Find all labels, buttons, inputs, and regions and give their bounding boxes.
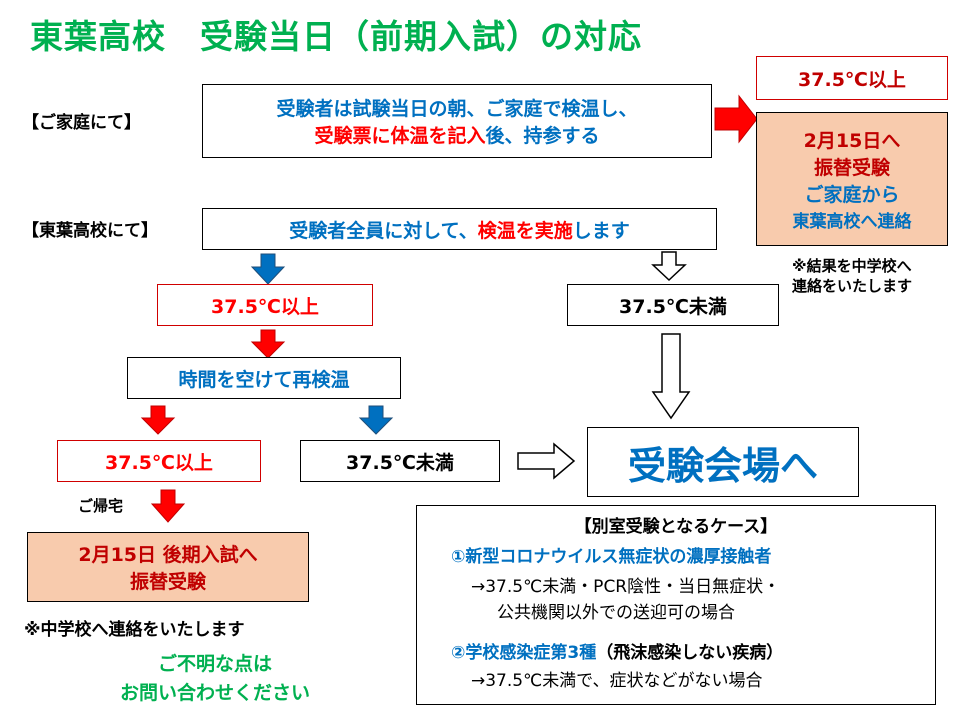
- go-home-label: ご帰宅: [78, 497, 124, 515]
- case2-detail-line1: →37.5℃未満で、症状などがない場合: [471, 671, 763, 691]
- school-check-box: 受験者全員に対して、検温を実施します: [202, 208, 717, 250]
- case1-detail-line1: →37.5℃未満・PCR陰性・当日無症状・: [471, 577, 781, 597]
- home-instruction-highlight: 受験票に体温を記入: [314, 125, 486, 147]
- separate-room-cases-box: 【別室受験となるケース】 ①新型コロナウイルス無症状の濃厚接触者 →37.5℃未…: [416, 505, 936, 705]
- blue-down-arrow-1: [250, 253, 286, 285]
- right-note-line2: 連絡をいたします: [792, 277, 913, 295]
- later-exam-box: 2月15日 後期入試へ 振替受験: [27, 532, 309, 602]
- later-exam-line1: 2月15日 後期入試へ: [78, 544, 258, 566]
- right-reschedule-box: 2月15日へ 振替受験 ご家庭から 東葉高校へ連絡: [756, 112, 948, 246]
- recheck-box: 時間を空けて再検温: [127, 357, 401, 399]
- inquiry-text: ご不明な点は お問い合わせください: [90, 650, 340, 708]
- case2-title-row: ②学校感染症第3種（飛沫感染しない疾病）: [451, 638, 783, 663]
- red-down-arrow-2: [140, 405, 176, 435]
- case1-title: ①新型コロナウイルス無症状の濃厚接触者: [451, 547, 772, 567]
- cases-heading: 【別室受験となるケース】: [574, 517, 778, 537]
- white-down-arrow-2: [651, 333, 691, 420]
- school-check-text1: 受験者全員に対して、: [289, 219, 478, 242]
- middle-school-contact-note: ※中学校へ連絡をいたします: [24, 620, 245, 640]
- school-check-highlight: 検温を実施: [477, 219, 573, 242]
- second-under-box: 37.5℃未満: [300, 440, 500, 482]
- red-down-arrow-1: [250, 329, 286, 359]
- right-reschedule-line2: 振替受験: [813, 157, 890, 179]
- blue-down-arrow-2: [358, 405, 394, 435]
- home-label: 【ご家庭にて】: [22, 113, 141, 133]
- second-over-box: 37.5℃以上: [57, 440, 261, 482]
- red-down-arrow-3: [150, 489, 186, 523]
- page-title: 東葉高校 受験当日（前期入試）の対応: [30, 17, 642, 56]
- first-over-box: 37.5℃以上: [157, 284, 373, 326]
- home-instruction-line1: 受験者は試験当日の朝、ご家庭で検温し、: [276, 98, 638, 120]
- white-right-arrow: [517, 442, 576, 480]
- red-right-arrow: [714, 94, 758, 144]
- inquiry-line1: ご不明な点は: [157, 653, 272, 675]
- right-note: ※結果を中学校へ 連絡をいたします: [792, 256, 952, 296]
- home-instruction-line2: 後、持参する: [485, 125, 600, 147]
- right-reschedule-line4: 東葉高校へ連絡: [792, 212, 912, 232]
- right-reschedule-line3: ご家庭から: [804, 184, 900, 206]
- case1-detail-line2: 公共機関以外での送迎可の場合: [497, 603, 735, 623]
- white-down-arrow-1: [651, 251, 687, 282]
- school-label: 【東葉高校にて】: [22, 221, 158, 241]
- later-exam-line2: 振替受験: [129, 571, 206, 593]
- case2-title: ②学校感染症第3種: [451, 643, 597, 663]
- venue-box: 受験会場へ: [587, 427, 859, 497]
- inquiry-line2: お問い合わせください: [119, 682, 310, 704]
- right-reschedule-line1: 2月15日へ: [803, 130, 901, 152]
- case2-note: （飛沫感染しない疾病）: [596, 643, 784, 663]
- home-instruction-box: 受験者は試験当日の朝、ご家庭で検温し、 受験票に体温を記入後、持参する: [202, 84, 712, 158]
- right-note-line1: ※結果を中学校へ: [792, 257, 912, 275]
- school-check-text2: します: [572, 219, 630, 242]
- first-under-box: 37.5℃未満: [567, 284, 779, 326]
- right-threshold-box: 37.5℃以上: [756, 56, 948, 100]
